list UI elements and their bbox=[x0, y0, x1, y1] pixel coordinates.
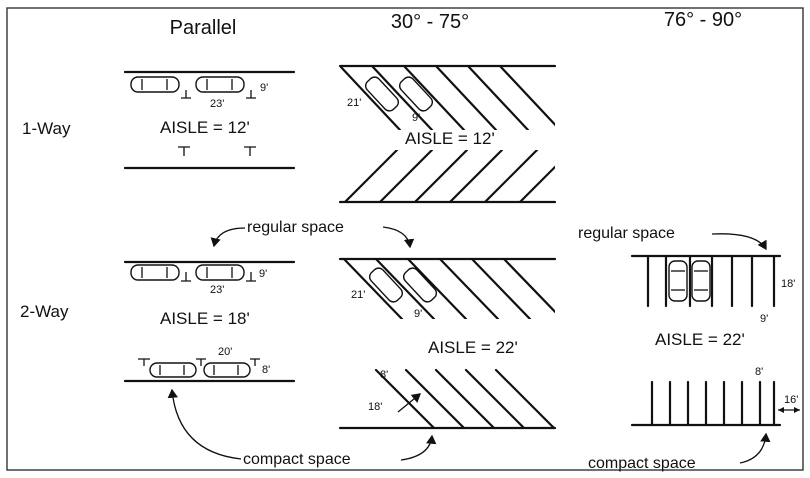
angled-car-icon bbox=[364, 76, 400, 112]
parallel-car-icon bbox=[195, 76, 245, 93]
parallel-car-icon bbox=[149, 362, 197, 378]
aisle-width-label: AISLE = 12' bbox=[405, 129, 495, 148]
stall-depth-label: 18' bbox=[781, 278, 795, 290]
stall-length-label: 23' bbox=[210, 284, 224, 296]
row-label-two-way: 2-Way bbox=[20, 302, 69, 321]
callout-arrow bbox=[739, 432, 771, 464]
header-angled: 30° - 75° bbox=[391, 11, 469, 33]
parallel-car-icon bbox=[195, 264, 245, 281]
row-label-one-way: 1-Way bbox=[22, 119, 71, 138]
aisle-width-label: AISLE = 18' bbox=[160, 309, 250, 328]
callout-regular-space-left: regular space bbox=[247, 219, 344, 236]
stall-depth-label: 21' bbox=[347, 97, 361, 109]
stall-width-label: 9' bbox=[260, 82, 268, 94]
angled-car-icon bbox=[368, 267, 404, 303]
callout-arrow bbox=[210, 227, 246, 248]
diagram-frame bbox=[6, 7, 804, 471]
stall-length-label: 23' bbox=[210, 98, 224, 110]
header-perpendicular: 76° - 90° bbox=[664, 9, 742, 31]
stall-width-label: 9' bbox=[760, 313, 768, 325]
angled-car-icon bbox=[398, 76, 434, 112]
parallel-car-icon bbox=[130, 264, 180, 281]
aisle-width-label: AISLE = 22' bbox=[655, 330, 745, 349]
stall-width-label: 9' bbox=[259, 268, 267, 280]
perpendicular-car-icon bbox=[668, 260, 688, 302]
perpendicular-car-icon bbox=[691, 260, 711, 302]
compact-stall-depth-label: 18' bbox=[368, 401, 382, 413]
callout-arrow bbox=[711, 233, 767, 251]
compact-stall-width-label: 8' bbox=[380, 369, 388, 381]
callout-compact-space-right: compact space bbox=[588, 455, 696, 472]
angled-car-icon bbox=[402, 267, 438, 303]
callout-compact-space-left: compact space bbox=[243, 451, 351, 468]
stall-width-label: 9' bbox=[412, 112, 420, 124]
aisle-width-label: AISLE = 22' bbox=[428, 338, 518, 357]
compact-stall-length-label: 20' bbox=[218, 346, 232, 358]
callout-regular-space-right: regular space bbox=[578, 225, 675, 242]
callout-arrow bbox=[400, 434, 437, 461]
parallel-car-icon bbox=[130, 76, 180, 93]
callout-arrow bbox=[382, 226, 415, 249]
compact-stall-width-label: 8' bbox=[262, 364, 270, 376]
one-way-angled-layout: 21' 9' AISLE = 12' bbox=[338, 64, 557, 204]
parallel-car-icon bbox=[203, 362, 251, 378]
two-way-angled-layout: 21' 9' AISLE = 22' 8' 18' bbox=[338, 257, 557, 430]
one-way-parallel-layout: 23' 9' AISLE = 12' bbox=[123, 70, 296, 170]
stall-depth-label: 21' bbox=[351, 289, 365, 301]
two-way-parallel-layout: 23' 9' AISLE = 18' 20' 8' bbox=[123, 260, 296, 383]
dimension-arrow bbox=[397, 393, 422, 413]
compact-stall-depth-label: 16' bbox=[784, 394, 798, 406]
callout-arrow bbox=[167, 388, 242, 460]
compact-stall-width-label: 8' bbox=[755, 366, 763, 378]
header-parallel: Parallel bbox=[170, 17, 237, 39]
stall-width-label: 9' bbox=[414, 308, 422, 320]
aisle-width-label: AISLE = 12' bbox=[160, 118, 250, 137]
two-way-perpendicular-layout: 18' 9' AISLE = 22' 8' 16' bbox=[630, 254, 800, 427]
